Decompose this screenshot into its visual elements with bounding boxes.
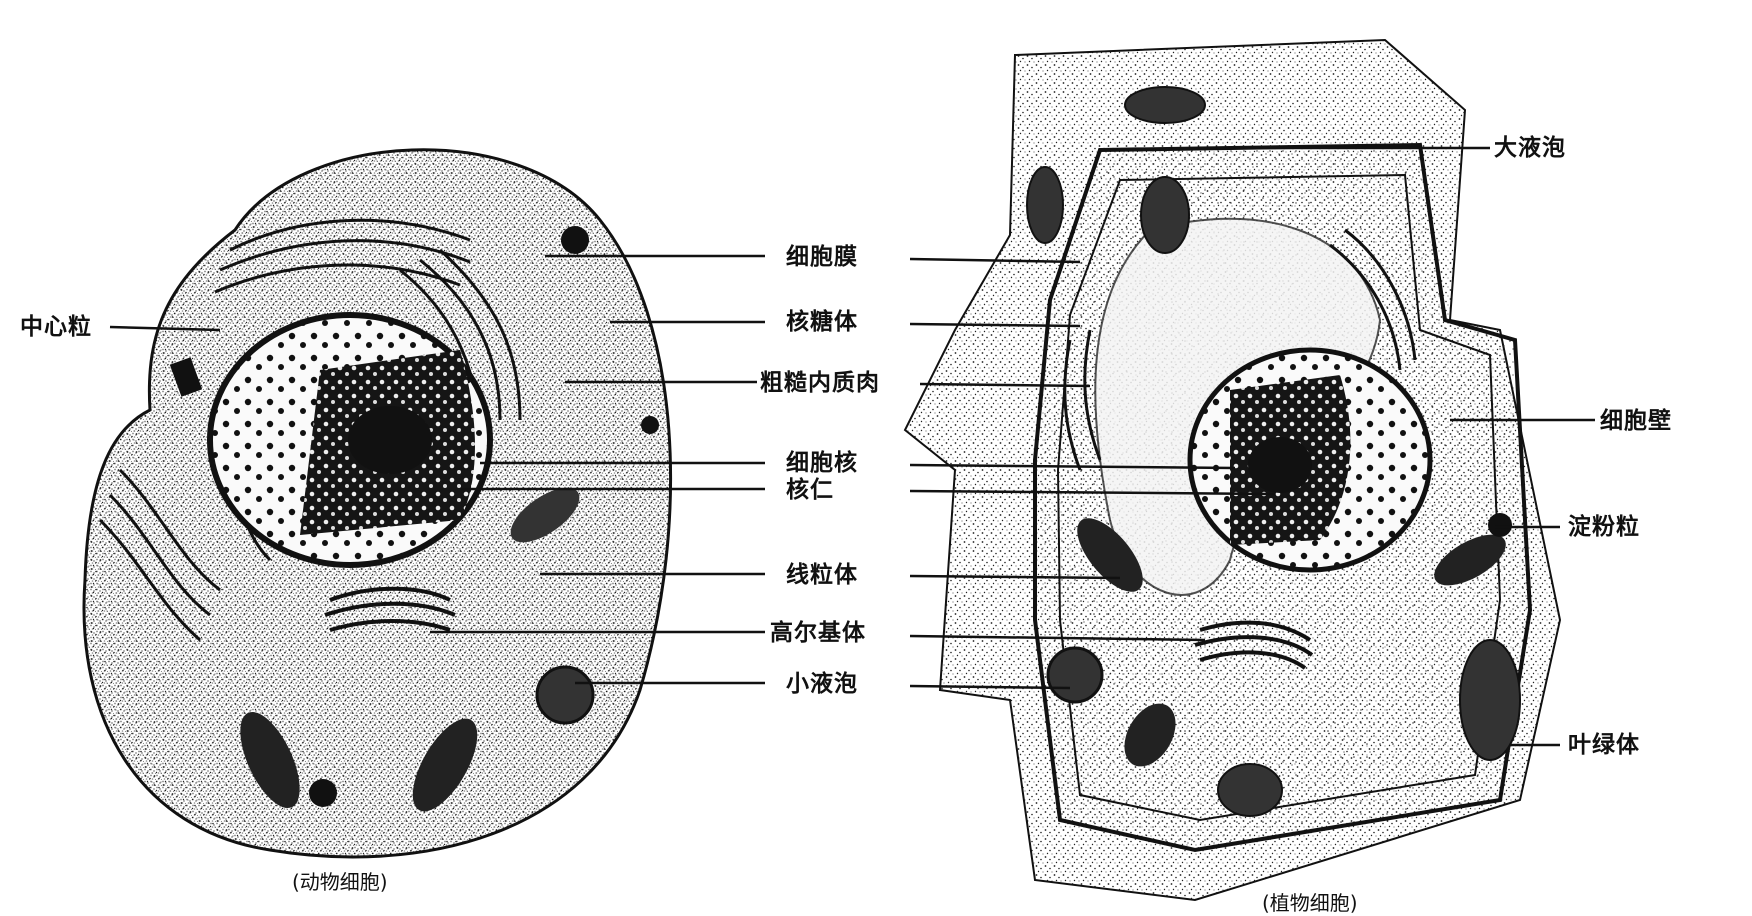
label-nucleolus: 核仁 <box>786 477 834 503</box>
plant-small-vacuole <box>1046 646 1104 704</box>
label-nucleus: 细胞核 <box>786 450 858 476</box>
plant-mitochondria <box>1077 518 1506 767</box>
animal-golgi <box>324 586 456 632</box>
plant-chloroplasts <box>1026 86 1521 817</box>
caption-animal-cell: (动物细胞) <box>292 870 388 894</box>
label-chloroplast: 叶绿体 <box>1568 732 1640 758</box>
label-rough-er: 粗糙内质肉 <box>760 370 880 396</box>
plant-golgi <box>1194 620 1314 670</box>
animal-small-vacuole <box>535 665 595 725</box>
plant-starch-grain <box>1488 513 1512 537</box>
plant-er <box>1063 228 1417 471</box>
label-cell-membrane: 细胞膜 <box>786 244 858 270</box>
label-cell-wall: 细胞壁 <box>1600 408 1672 434</box>
animal-centriole <box>169 357 203 397</box>
label-large-vacuole: 大液泡 <box>1494 135 1566 161</box>
label-small-vacuole: 小液泡 <box>786 671 858 697</box>
animal-mitochondria <box>240 487 580 812</box>
label-starch-grain: 淀粉粒 <box>1568 514 1640 540</box>
label-ribosome: 核糖体 <box>786 309 858 335</box>
plant-nucleolus <box>1248 437 1312 493</box>
label-centriole: 中心粒 <box>20 314 92 340</box>
label-mitochondrion: 线粒体 <box>786 562 858 588</box>
animal-nucleolus <box>348 406 432 474</box>
animal-cell <box>82 148 673 859</box>
leader-lines <box>109 146 1595 747</box>
caption-plant-cell: (植物细胞) <box>1262 891 1358 915</box>
plant-cell <box>903 38 1562 902</box>
label-golgi: 高尔基体 <box>770 620 866 646</box>
